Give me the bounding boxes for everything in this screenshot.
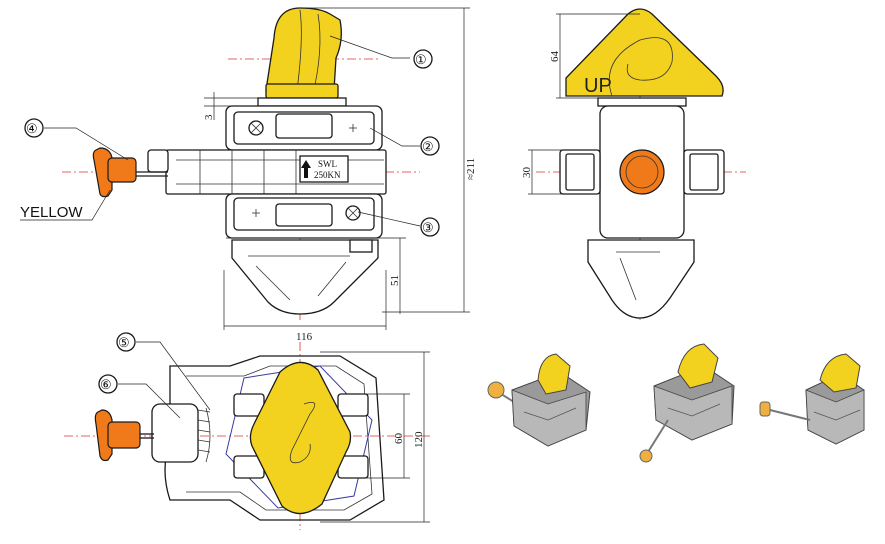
- shaft-end: [619, 149, 665, 195]
- callout-6-leader: [118, 383, 181, 419]
- iso-view-3: [759, 353, 865, 445]
- svg-text:②: ②: [422, 139, 434, 154]
- side-lugs: [559, 149, 725, 195]
- dim-width: 116: [296, 331, 313, 343]
- side-top-cone: [565, 8, 724, 97]
- callout-5-leader: [136, 341, 211, 411]
- top-cone: [265, 7, 342, 99]
- bottom-dimensions: [320, 351, 430, 523]
- dim-side-width: 30: [521, 167, 533, 179]
- callout-6: ⑥: [98, 374, 118, 394]
- swl-value: 250KN: [314, 170, 341, 180]
- callout-4: ④: [24, 118, 44, 138]
- svg-text:④: ④: [26, 121, 38, 136]
- front-view: SWL 250KN: [20, 7, 477, 343]
- front-callout-leaders: [20, 35, 421, 227]
- side-view: UP 64 30: [521, 8, 746, 320]
- svg-text:①: ①: [415, 52, 427, 67]
- callout-5: ⑤: [116, 332, 136, 352]
- neck-collar: [257, 97, 347, 107]
- svg-text:⑥: ⑥: [100, 377, 112, 392]
- dim-gap: 3: [203, 114, 215, 120]
- dim-cone-height: 64: [549, 51, 561, 63]
- bottom-handle: [94, 403, 211, 463]
- callout-1: ①: [413, 49, 433, 69]
- lower-housing: [225, 193, 383, 239]
- upper-housing: [225, 105, 383, 151]
- callout-2: ②: [420, 136, 440, 156]
- front-dimensions: [204, 7, 470, 330]
- bottom-view-cone: [249, 361, 352, 515]
- svg-text:⑤: ⑤: [118, 335, 130, 350]
- bottom-inner-blocks: [233, 393, 369, 479]
- middle-bar: [165, 149, 387, 195]
- side-dimensions: [528, 13, 640, 195]
- dim-lower-height: 51: [389, 275, 401, 286]
- side-neck: [597, 97, 687, 107]
- up-label: UP: [584, 75, 612, 97]
- handle-assembly: [92, 147, 169, 198]
- dim-height-total: ≈211: [465, 158, 477, 180]
- swl-label: SWL: [318, 159, 337, 169]
- yellow-label: YELLOW: [20, 204, 83, 221]
- iso-view-1: [487, 353, 591, 447]
- side-bottom-cone: [587, 239, 695, 319]
- dim-bottom-outer: 120: [413, 431, 425, 448]
- bottom-view: 60 120 ⑤ ⑥: [64, 332, 430, 530]
- bottom-cone: [231, 239, 379, 315]
- svg-text:③: ③: [422, 220, 434, 235]
- dim-bottom-inner: 60: [393, 433, 405, 445]
- iso-view-2: [639, 343, 735, 463]
- rotation-outline: [225, 365, 373, 509]
- callout-3: ③: [420, 217, 440, 237]
